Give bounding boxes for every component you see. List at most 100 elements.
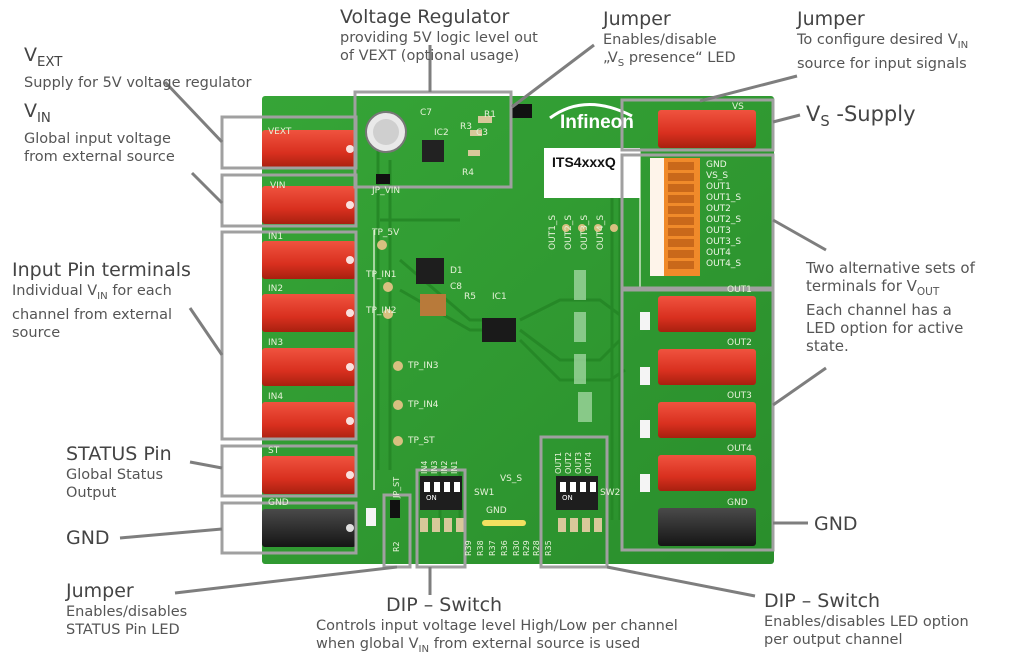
leader-lines xyxy=(119,43,827,598)
silk-r39: R39 xyxy=(464,540,473,556)
tb-label: OUT3 xyxy=(706,226,731,236)
silk-ic2: IC2 xyxy=(434,128,449,138)
silk-r1: R1 xyxy=(484,110,496,120)
terminal-block-labels: GND VS_S OUT1 OUT1_S OUT2 OUT2_S OUT3 OU… xyxy=(706,160,741,270)
annotation-dip-output-desc2: per output channel xyxy=(764,632,903,648)
connector-out4[interactable] xyxy=(658,455,756,491)
annotation-status-pin: STATUS Pin Global Status Output xyxy=(66,443,172,502)
connector-in3[interactable] xyxy=(262,348,356,386)
jumper-vin[interactable] xyxy=(376,174,390,184)
silk-out3: OUT3 xyxy=(727,391,752,401)
silk-c8: C8 xyxy=(450,282,463,292)
annotation-jumper-vs-desc2: „VS presence“ LED xyxy=(603,49,736,73)
inductor xyxy=(416,258,444,284)
dip-switch-sw2[interactable] xyxy=(556,476,598,510)
connector-vext[interactable] xyxy=(262,130,356,168)
tb-label: OUT4 xyxy=(706,248,731,258)
output-leds xyxy=(640,312,650,492)
silk-tp-in1: TP_IN1 xyxy=(366,270,397,280)
silk-dip2-on: ON xyxy=(562,494,573,502)
silk-in1: IN1 xyxy=(268,232,284,242)
silk-ic1: IC1 xyxy=(492,292,507,302)
connector-out1[interactable] xyxy=(658,296,756,332)
jc-sub: IN xyxy=(957,39,969,51)
connector-in4[interactable] xyxy=(262,402,356,440)
connector-gnd-right[interactable] xyxy=(658,508,756,546)
silk-r36: R36 xyxy=(500,540,509,556)
silk-dip2-out3: OUT3 xyxy=(574,451,583,474)
annotation-status-title: STATUS Pin xyxy=(66,443,172,465)
silk-out2: OUT2 xyxy=(727,338,752,348)
connector-in1[interactable] xyxy=(262,241,356,279)
connector-out3[interactable] xyxy=(658,402,756,438)
annotation-out-desc5: state. xyxy=(806,337,849,355)
silk-c7: C7 xyxy=(420,108,433,118)
annotation-dip-input-desc2: when global VIN from external source is … xyxy=(316,635,678,659)
annotation-vreg-title: Voltage Regulator xyxy=(340,6,510,28)
tb-label: OUT1_S xyxy=(706,193,742,203)
annotation-vin-title: VIN xyxy=(24,100,175,130)
annotation-vin-desc1: Global input voltage xyxy=(24,130,171,147)
tb-label: OUT2 xyxy=(706,204,731,214)
tb-label: OUT1 xyxy=(706,182,731,192)
jumper-vs-led[interactable] xyxy=(512,104,532,118)
vin-v: V xyxy=(24,100,37,122)
connector-vs[interactable] xyxy=(658,110,756,148)
connector-st[interactable] xyxy=(262,456,356,494)
silk-out2-s-vertical: OUT2_S xyxy=(564,214,574,250)
silk-gnd-left: GND xyxy=(268,498,289,508)
vext-v: V xyxy=(24,44,37,66)
dip-switch-sw1[interactable] xyxy=(420,476,462,510)
connector-out2[interactable] xyxy=(658,349,756,385)
silk-gnd-right: GND xyxy=(727,498,748,508)
annotation-vext: VEXT Supply for 5V voltage regulator xyxy=(24,44,252,92)
ic1-chip xyxy=(482,318,516,342)
annotation-input-pins: Input Pin terminals Individual VIN for e… xyxy=(12,259,191,342)
silk-vin: VIN xyxy=(270,181,286,191)
annotation-status-desc1: Global Status xyxy=(66,467,164,483)
silk-vext: VEXT xyxy=(268,127,292,137)
silk-vs-s: VS_S xyxy=(500,474,523,484)
annotation-dip-output-title: DIP – Switch xyxy=(764,590,881,612)
vext-sub: EXT xyxy=(37,54,63,70)
vs-sub: S xyxy=(820,113,830,131)
right-red-connectors xyxy=(658,110,756,546)
silk-st: ST xyxy=(268,446,280,456)
ts-sub: OUT xyxy=(916,286,940,298)
jvs-sub: S xyxy=(617,57,625,69)
silk-r28: R28 xyxy=(532,540,541,556)
silk-tp-st: TP_ST xyxy=(408,436,435,446)
tb-label: GND xyxy=(706,160,727,170)
annotation-jumper-vs: Jumper Enables/disable „VS presence“ LED xyxy=(603,8,736,73)
silk-out4-s-vertical: OUT4_S xyxy=(596,214,606,250)
annotation-status-desc2: Output xyxy=(66,485,117,501)
vs-pre: V xyxy=(806,102,821,126)
connector-in2[interactable] xyxy=(262,294,356,332)
annotation-vin-desc2: from external source xyxy=(24,148,175,165)
connector-vin[interactable] xyxy=(262,186,356,224)
tb-label: OUT2_S xyxy=(706,215,742,225)
silk-in2: IN2 xyxy=(268,284,284,294)
di-sub: IN xyxy=(418,643,430,655)
silk-d1: D1 xyxy=(450,266,463,276)
annotation-input-pins-desc3: source xyxy=(12,324,61,341)
annotation-gnd-left: GND xyxy=(66,527,110,550)
silk-r4: R4 xyxy=(462,168,474,178)
silk-r2: R2 xyxy=(392,541,401,552)
connector-gnd-left[interactable] xyxy=(262,509,356,547)
jvs-pre: „V xyxy=(603,50,618,66)
silk-out4: OUT4 xyxy=(727,444,752,454)
left-red-connectors xyxy=(262,130,356,547)
ip-d1-pre: Individual V xyxy=(12,283,98,299)
jumper-status-led[interactable] xyxy=(390,500,400,518)
ts-pre: terminals for V xyxy=(806,277,917,295)
annotation-jumper-status-desc1: Enables/disables xyxy=(66,604,188,620)
annotation-jumper-vs-desc1: Enables/disable xyxy=(603,32,717,48)
annotation-gnd-right: GND xyxy=(814,513,858,536)
silk-dip2-out2: OUT2 xyxy=(564,451,573,474)
silk-dip1-in2: IN2 xyxy=(440,460,449,474)
annotation-vin: VIN Global input voltage from external s… xyxy=(24,100,175,166)
vin-sub: IN xyxy=(37,110,51,126)
terminal-block xyxy=(650,158,700,276)
